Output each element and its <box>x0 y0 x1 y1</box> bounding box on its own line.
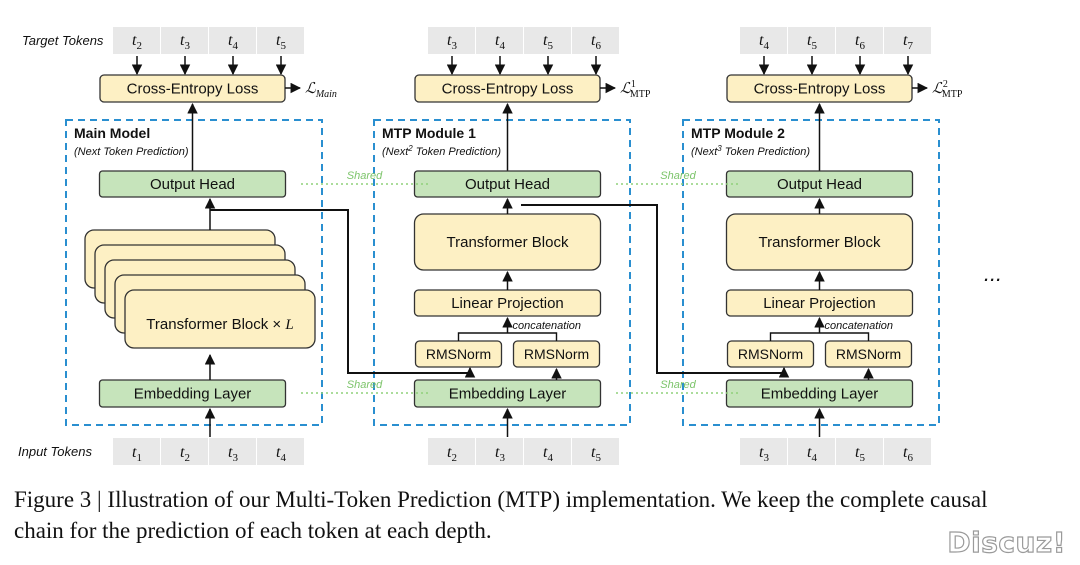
target-token-2-0: t4 <box>759 32 769 52</box>
input-token-2-2: t5 <box>855 444 865 464</box>
input-token-cell-0-2 <box>209 438 256 465</box>
input-token-cell-1-0 <box>428 438 475 465</box>
cross-entropy-loss-1-label: Cross-Entropy Loss <box>442 81 574 98</box>
input-token-cell-0-1 <box>161 438 208 465</box>
concat-label-1: concatenation <box>513 320 582 332</box>
target-token-cell-2-0 <box>740 27 787 54</box>
input-token-cell-2-2 <box>836 438 883 465</box>
input-token-cell-1-2 <box>524 438 571 465</box>
input-token-0-3: t4 <box>276 444 286 464</box>
target-token-1-1: t4 <box>495 32 505 52</box>
target-token-2-1: t5 <box>807 32 817 52</box>
target-token-2-3: t7 <box>903 32 913 52</box>
module-title-1: MTP Module 1 <box>382 125 476 141</box>
target-token-cell-0-3 <box>257 27 304 54</box>
input-token-cell-0-0 <box>113 438 160 465</box>
target-token-1-2: t5 <box>543 32 553 52</box>
rmsnorm-left-2-label: RMSNorm <box>738 346 803 362</box>
input-token-0-2: t3 <box>228 444 238 464</box>
output-head-0 <box>98 170 287 198</box>
target-token-0-3: t5 <box>276 32 286 52</box>
input-token-2-3: t6 <box>903 444 913 464</box>
embedding-layer-0 <box>98 379 287 408</box>
target-token-cell-0-2 <box>209 27 256 54</box>
input-token-2-0: t3 <box>759 444 769 464</box>
output-head-2-label: Output Head <box>777 176 862 193</box>
input-token-cell-1-3 <box>572 438 619 465</box>
target-tokens-label: Target Tokens <box>22 33 104 48</box>
rmsnorm-left-1-label: RMSNorm <box>426 346 491 362</box>
ellipsis-more-modules: ... <box>984 261 1002 286</box>
target-token-cell-1-3 <box>572 27 619 54</box>
loss-symbol-0: ℒMain <box>305 81 337 100</box>
transformer-block-1-label: Transformer Block <box>447 234 569 251</box>
figure-caption: Figure 3 | Illustration of our Multi-Tok… <box>14 487 988 543</box>
target-token-cell-2-3 <box>884 27 931 54</box>
linear-projection-2-label: Linear Projection <box>763 295 876 312</box>
embedding-layer-2-label: Embedding Layer <box>761 386 879 403</box>
input-token-0-1: t2 <box>180 444 190 464</box>
module-subtitle-1: (Next2 Token Prediction) <box>382 144 501 158</box>
input-token-cell-2-1 <box>788 438 835 465</box>
target-token-cell-0-1 <box>161 27 208 54</box>
target-token-cell-2-1 <box>788 27 835 54</box>
concat-bracket-1 <box>457 332 558 341</box>
output-head-1 <box>413 170 602 198</box>
target-token-cell-0-0 <box>113 27 160 54</box>
module-title-2: MTP Module 2 <box>691 125 785 141</box>
input-token-cell-1-1 <box>476 438 523 465</box>
rmsnorm-right-2-label: RMSNorm <box>836 346 901 362</box>
module-frame-2 <box>682 119 940 426</box>
input-token-0-0: t1 <box>132 444 142 464</box>
rmsnorm-right-1-label: RMSNorm <box>524 346 589 362</box>
target-token-cell-2-2 <box>836 27 883 54</box>
shared-label-3: Shared <box>660 379 696 391</box>
module-subtitle-2: (Next3 Token Prediction) <box>691 144 810 158</box>
module-frame-1 <box>373 119 631 426</box>
input-token-cell-0-3 <box>257 438 304 465</box>
watermark-logo: Discuz! <box>947 525 1066 559</box>
module-title-0: Main Model <box>74 125 150 141</box>
input-token-1-0: t2 <box>447 444 457 464</box>
output-head-1-label: Output Head <box>465 176 550 193</box>
target-token-cell-1-1 <box>476 27 523 54</box>
transformer-stack-layer-4 <box>124 289 316 349</box>
input-token-2-1: t4 <box>807 444 817 464</box>
input-token-cell-2-3 <box>884 438 931 465</box>
concat-label-2: concatenation <box>825 320 894 332</box>
target-token-1-3: t6 <box>591 32 601 52</box>
embedding-layer-0-label: Embedding Layer <box>134 386 252 403</box>
cross-entropy-loss-0-label: Cross-Entropy Loss <box>127 81 259 98</box>
target-token-0-0: t2 <box>132 32 142 52</box>
target-token-0-2: t4 <box>228 32 238 52</box>
linear-projection-1-label: Linear Projection <box>451 295 564 312</box>
input-token-cell-2-0 <box>740 438 787 465</box>
shared-label-0: Shared <box>347 170 383 182</box>
shared-label-1: Shared <box>660 170 696 182</box>
module-subtitle-0: (Next Token Prediction) <box>74 146 189 158</box>
shared-label-2: Shared <box>347 379 383 391</box>
output-head-0-label: Output Head <box>150 176 235 193</box>
input-tokens-label: Input Tokens <box>18 444 92 459</box>
input-token-1-2: t4 <box>543 444 553 464</box>
input-token-1-1: t3 <box>495 444 505 464</box>
module-frame-0 <box>65 119 323 426</box>
target-token-cell-1-0 <box>428 27 475 54</box>
input-token-1-3: t5 <box>591 444 601 464</box>
target-token-1-0: t3 <box>447 32 457 52</box>
target-token-cell-1-2 <box>524 27 571 54</box>
cross-entropy-loss-2-label: Cross-Entropy Loss <box>754 81 886 98</box>
concat-bracket-2 <box>769 332 870 341</box>
target-token-2-2: t6 <box>855 32 865 52</box>
embedding-layer-1 <box>413 379 602 408</box>
target-token-0-1: t3 <box>180 32 190 52</box>
transformer-block-label-0: Transformer Block × L <box>146 316 293 333</box>
transformer-block-2-label: Transformer Block <box>759 234 881 251</box>
embedding-layer-1-label: Embedding Layer <box>449 386 567 403</box>
